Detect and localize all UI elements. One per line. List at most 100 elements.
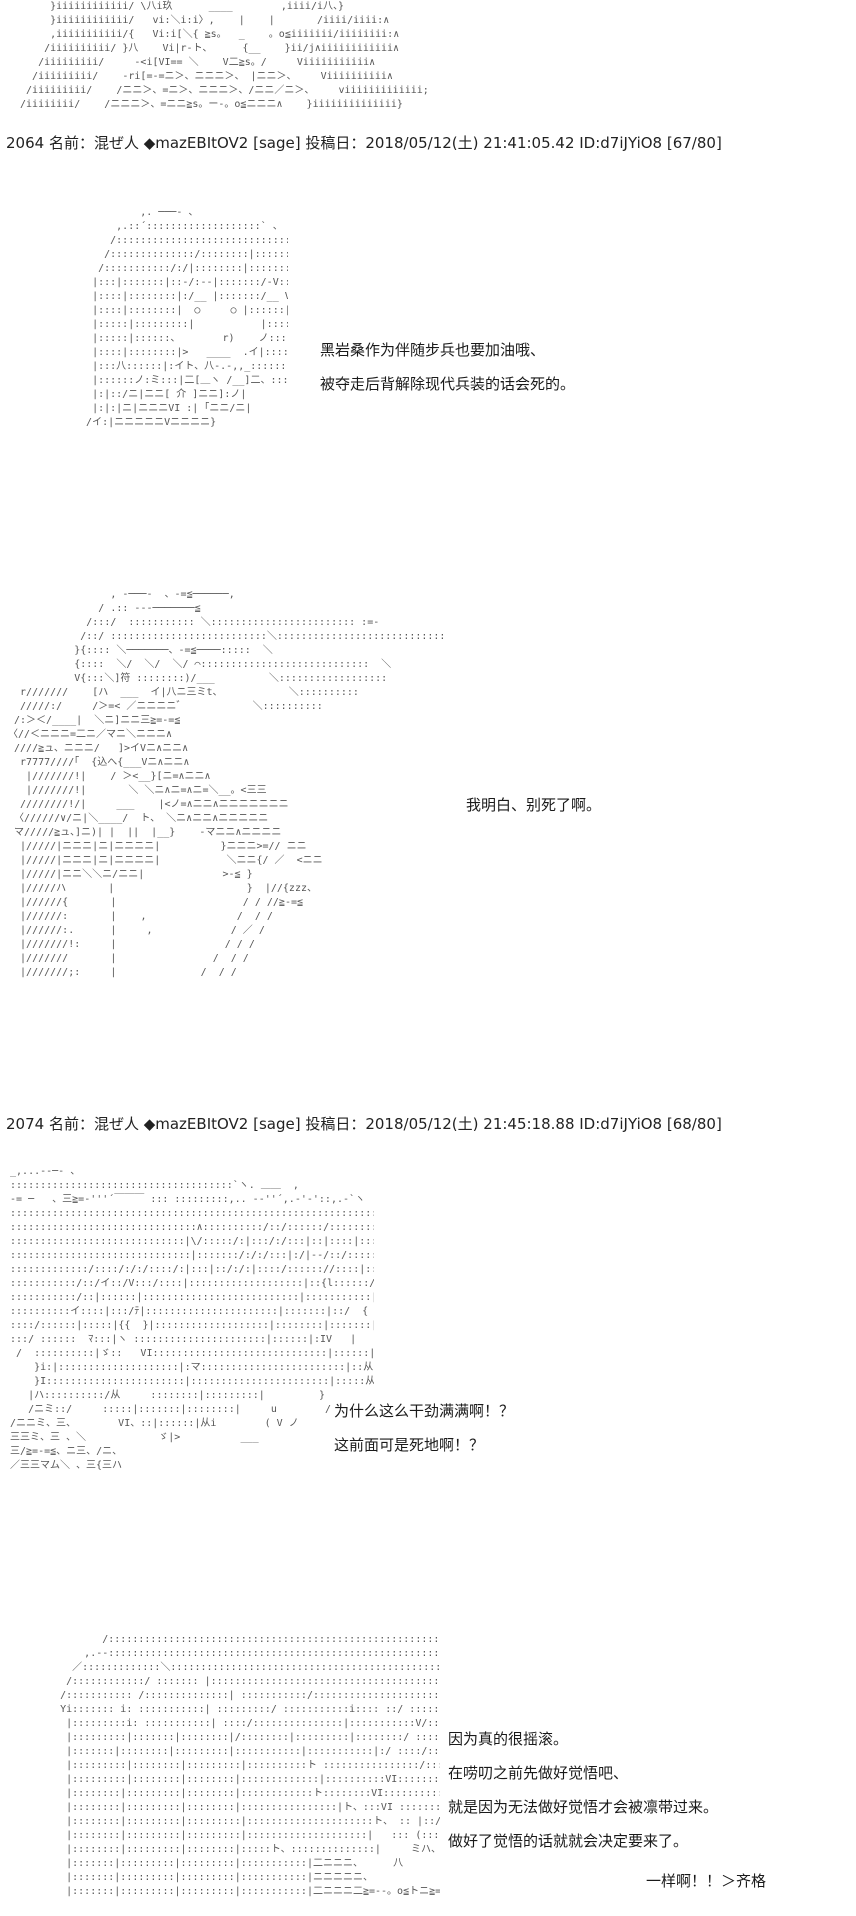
dialogue-line: 为什么这么干劲满满啊！？ [334,1402,515,1420]
ascii-art-row: |::::::::|:::::::::|:::::::::|::::::::::… [66,1830,440,1841]
ascii-art-row: |/////|ニニ＼＼ニ/ニニ| >‐≦ } [8,869,253,880]
ascii-art-row: |///////!| ＼ ＼ニ∧ニ=∧ニ=＼__。<三三 [8,785,267,796]
ascii-art-row: /:＞＜/____| ＼ニ]ニニ三≧=-=≦ [8,715,181,726]
ascii-art-row: :::::::::::/::|::::::|::::::::::::::::::… [10,1292,374,1303]
ascii-art-row: |:::::::::i: :::::::::::| ::::/:::::::::… [66,1718,440,1729]
post-header-2064: 2064 名前：混ぜ人 ◆mazEBItOV2 [sage] 投稿日：2018/… [6,134,722,152]
ascii-art-row: :::::::::::::/::::/:/:/::::/:|:::|::/:/:… [10,1264,374,1275]
ascii-art-row: :::::::::::::::::::::::::::::|\/:::::/:|… [10,1236,374,1247]
post-header-2074: 2074 名前：混ぜ人 ◆mazEBItOV2 [sage] 投稿日：2018/… [6,1115,722,1133]
ascii-art-row: |:::::|::::::、 r) ノ:::::| | [92,333,288,344]
ascii-art-row: ::::::::::イ::::|:::/ﾃ|::::::::::::::::::… [10,1306,369,1317]
ascii-art-row: Yi::::::: i: :::::::::::| :::::::::/ :::… [60,1704,440,1715]
ascii-art-row: -= ─ 、三≧=‐'''´￣￣￣ ::: :::::::::,.. -‐''´… [4,1194,366,1205]
ascii-art-row: :::/ :::::: ﾏ:::|ヽ :::::::::::::::::::::… [10,1334,357,1345]
ascii-art-row: |:::::::|::::::::|:::::::::|:::::::::::|… [66,1746,440,1757]
ascii-art-row: ::::::::::::::::::::::::::::::|:::::::/:… [10,1250,374,1261]
ascii-art-row: }{:::: ＼───────、-=≦────::::: ＼ [8,645,273,656]
ascii-art-row: /ニミ::/ :::::|:::::::|::::::::| u / [4,1404,332,1415]
ascii-art-row: /iiiiiiiii/ /ニニ＞、=ニ＞、ニニニ＞、/ニニ／ニ＞、 viiiii… [14,85,429,96]
dialogue-line: 因为真的很摇滚。 [448,1730,569,1748]
ascii-art-row: |:::::::|:::::::::|:::::::::|:::::::::::… [66,1886,440,1897]
ascii-art-row: |ハ::::::::::/从 ::::::::|:::::::::| } [4,1390,326,1401]
ascii-art-row: 〈//＜ニニニ=二ニ／マニ＼ニニニ∧ [8,729,173,740]
ascii-art-row: |//////{ | / / //≧-=≦ [8,897,304,908]
ascii-art-row: ,iiiiiiiiiii/{ Vi:i[＼{ ≧s。 _ 。o≦iiiiiii/… [14,29,400,40]
ascii-art-row: / .:: ---───────≦ [8,603,201,614]
ascii-art-row: |///////!| / ＞<__}[ニ=∧ニニ∧ [8,771,211,782]
ascii-art-row: ,.::´:::::::::::::::::::` 、 [68,221,283,232]
ascii-art-row: |:::::::::|:::::::|::::::::|/::::::::|::… [66,1732,440,1743]
ascii-art-row: |///////;: | / / / [8,967,237,978]
ascii-art-row: |//////:. | , / ／ / [8,925,265,936]
dialogue-panel-1: 黑岩桑作为伴随步兵也要加油哦、 被夺走后背解除现代兵装的话会死的。 [320,333,575,401]
ascii-art-character-1: ,. ───- 、 ,.::´:::::::::::::::::::` 、 /:… [68,206,288,436]
ascii-art-row: ,.-‐::::::::::::::::::::::::::::::::::::… [84,1648,440,1659]
dialogue-panel-3: 为什么这么干劲满满啊！？ 这前面可是死地啊！？ [334,1394,514,1462]
ascii-art-row: 三三ミ、三 、＼ ゞ|> ___ [4,1432,259,1443]
ascii-art-row: |:|::/ニ|ニニ[ 介 ]ニニ]:ノ| [68,389,247,400]
ascii-art-row: ////≧ュ、ニニニ/ ]>イVニ∧ニニ∧ [8,743,189,754]
ascii-art-row: |::::::ノ:ミ:::|二[＿ヽ /__]二、:::イ [68,375,288,386]
ascii-art-character-4: /:::::::::::::::::::::::::::::::::::::::… [30,1633,440,1913]
ascii-art-row: {:::: ＼/ ＼/ ＼/ ⌒::::::::::::::::::::::::… [8,659,392,670]
dialogue-line: 就是因为无法做好觉悟才会被凛带过来。 [448,1798,719,1816]
ascii-art-row: /::/ ::::::::::::::::::::::::::＼::::::::… [8,631,448,642]
ascii-art-row: |:|:|ニ|ニニニVI :| ｢ニニ/ニ| [68,403,252,414]
dialogue-line: 做好了觉悟的话就就会决定要来了。 [448,1832,689,1850]
dialogue-panel-4: 因为真的很摇滚。 在唠叨之前先做好觉悟吧、 就是因为无法做好觉悟才会被凛带过来。… [448,1722,718,1858]
ascii-art-row: |:::|:::::::|::-/:--|:::::::/-V:::|:::| [92,277,288,288]
ascii-art-row: /:::/ ::::::::::: ＼:::::::::::::::::::::… [8,617,380,628]
ascii-art-row: /::::::::::::/ ::::::: |::::::::::::::::… [66,1676,440,1687]
ascii-art-row: }I:::::::::::::::::::::::|::::::::::::::… [34,1376,374,1387]
ascii-art-row: r7777////｢ {込へ{___Vニ∧ニニ∧ [8,757,190,768]
dialogue-line: 这前面可是死地啊！？ [334,1436,485,1454]
ascii-art-row: V{:::＼]符 ::::::::)/___ ＼::::::::::::::::… [8,673,388,684]
ascii-art-row: |/////ハ | } |//{zzz、 [8,883,317,894]
ascii-art-row: 三/≧=‐=≦、ニ三、/ニ、 [4,1446,123,1457]
ascii-art-row: }iiiiiiiiiiii/ \八i玖 ____ ,iiii/i八、} [14,1,345,12]
ascii-art-row: 〈//////∨/ニ|＼____/ ト、 ＼ニ∧ニニ∧ニニニニニ [8,813,269,824]
ascii-art-row: /:::::::::::/:/|::::::::|::::::::::::::: [98,263,288,274]
ascii-art-row: ／:::::::::::::＼:::::::::::::::::::::::::… [72,1662,440,1673]
ascii-art-row: _,...--─- 、 [4,1166,81,1177]
ascii-art-row: |:::八::::::|:イト、八-.-,,_::::::| | [92,361,288,372]
ascii-art-row: /::::::::::::::/::::::::|::::::::::::::: [104,249,288,260]
ascii-art-row: |::::|::::::::|:/__ |:::::::/__ VI::::ト [92,291,288,302]
ascii-art-row: ,. ───- 、 [68,207,199,218]
ascii-art-row: /////:/ /＞=< ／ニニニニ゛ ＼:::::::::: [8,701,323,712]
ascii-art-row: }iiiiiiiiiiii/ vi:＼i:i〉, | | /iiii/iiii:… [14,15,390,26]
ascii-art-row: |:::::::::|::::::::|::::::::|:::::::::::… [66,1774,440,1785]
ascii-art-row: |::::|::::::::| ○ ○ |::::::| , [92,305,288,316]
ascii-art-row: :::::::::::/::/イ::/V:::/::::|:::::::::::… [10,1278,374,1289]
dialogue-line: 黑岩桑作为伴随步兵也要加油哦、 [320,341,546,359]
dialogue-line: 在唠叨之前先做好觉悟吧、 [448,1764,629,1782]
ascii-art-row: /iiiiiiiii/ ‐<i[VI== ＼ V二≧s。/ Viiiiiiiii… [14,57,376,68]
ascii-art-row: |:::::::|:::::::::|:::::::::|:::::::::::… [66,1872,373,1883]
ascii-art-row: |::::::::|:::::::::|::::::::|:::::::::::… [66,1802,440,1813]
ascii-art-row: |/////|ニニニ|ニ|ニニニニ| }ニニニ>=// ニニ [8,841,307,852]
ascii-art-row: /iiiiiiiiii/ }八 Vi|r-ト、 {__ }ii/j∧iiiiii… [14,43,400,54]
ascii-art-row: |:::::|:::::::::| |::::::| | [92,319,288,330]
ascii-art-row: ／三三マム＼ 、三{三ハ [4,1460,123,1471]
ascii-art-row: /iiiiiiiii/ ‐ri[=‐=ニ＞、ニニニ＞、 |ニニ＞、 Viiiii… [14,71,393,82]
ascii-art-row: マ/////≧ュ、]ニ)| | || |__} ‐マニニ∧ニニニニ [8,827,282,838]
dialogue-line: 我明白、别死了啊。 [466,796,602,814]
ascii-art-row: ::::/::::::|:::::|{{ }|:::::::::::::::::… [10,1320,374,1331]
ascii-art-row: |::::::::|:::::::::|::::::::|:::::::::::… [66,1788,440,1799]
ascii-art-row: |:::::::::|::::::::|:::::::::|::::::::::… [66,1760,440,1771]
dialogue-line: 被夺走后背解除现代兵装的话会死的。 [320,375,576,393]
ascii-art-row: |::::::::|:::::::::|:::::::::|::::::::::… [66,1816,440,1827]
ascii-art-row: |::::::::|:::::::::|::::::::|:::::ト、::::… [66,1844,440,1855]
ascii-art-row: , -───- 、-=≦──────, [8,589,235,600]
ascii-art-row: ////////!/| ___ |<ノ=∧ニニ∧ニニニニニニニ [8,799,289,810]
ascii-art-row: :::::::::::::::::::::::::::::::::::::`ヽ.… [4,1180,299,1191]
ascii-art-character-2: , -───- 、-=≦──────, / .:: ---───────≦ /:… [8,588,448,988]
ascii-art-row: /ニニミ、三、 VI、::|::::::|从i ( V ノ [4,1418,299,1429]
ascii-art-row: }i:|::::::::::::::::::::|:マ:::::::::::::… [34,1362,374,1373]
dialogue-panel-2: 我明白、别死了啊。 [466,788,601,822]
ascii-art-row: /イ:|ニニニニニVニニニニ} [68,417,217,428]
ascii-art-row: |///////!: | / / / [8,939,255,950]
ascii-art-row: /::::::::::::::::::::::::::::::::::ヽ [110,235,288,246]
